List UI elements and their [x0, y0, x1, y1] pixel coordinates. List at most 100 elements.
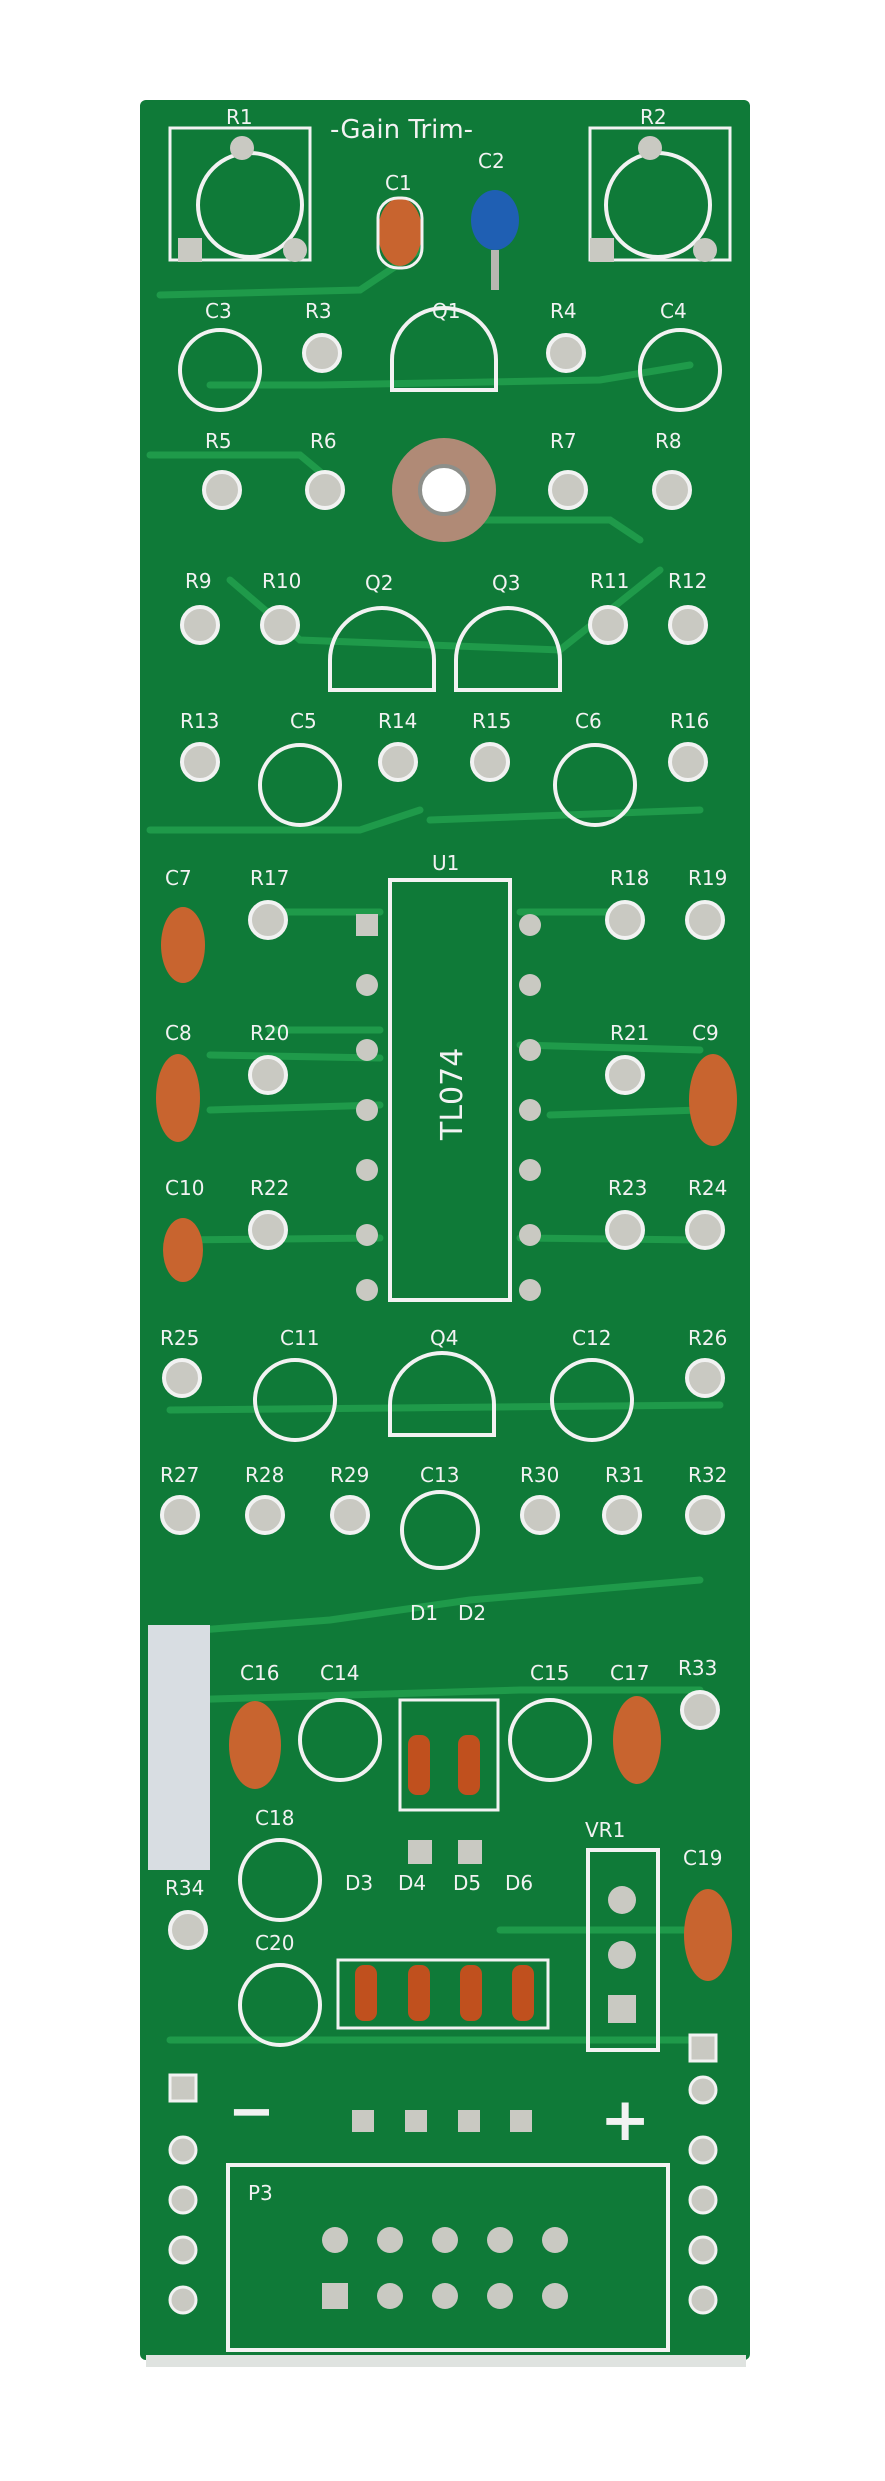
- ref-r19: R19: [688, 866, 727, 890]
- ref-r24: R24: [688, 1176, 727, 1200]
- cap-c6: [553, 743, 637, 827]
- ref-c10: C10: [165, 1176, 204, 1200]
- ref-q4: Q4: [430, 1326, 458, 1350]
- diode-d2: [458, 1735, 480, 1795]
- ref-d1: D1: [410, 1601, 438, 1625]
- ref-r5: R5: [205, 429, 232, 453]
- edge-pads: [168, 2033, 718, 2315]
- ref-r12: R12: [668, 569, 707, 593]
- cap-c19: [684, 1889, 732, 1981]
- ref-r23: R23: [608, 1176, 647, 1200]
- ref-r28: R28: [245, 1463, 284, 1487]
- ref-r21: R21: [610, 1021, 649, 1045]
- ref-r26: R26: [688, 1326, 727, 1350]
- ref-c7: C7: [165, 866, 192, 890]
- board-edge-shadow: [146, 2355, 746, 2367]
- cap-c15: [508, 1698, 592, 1782]
- plus-symbol: +: [600, 2085, 650, 2155]
- ref-c20: C20: [255, 1931, 294, 1955]
- cap-c11: [253, 1358, 337, 1442]
- cap-c8: [156, 1054, 200, 1142]
- ref-c8: C8: [165, 1021, 192, 1045]
- svg-text:C1: C1: [385, 171, 412, 195]
- ref-r14: R14: [378, 709, 417, 733]
- ref-r15: R15: [472, 709, 511, 733]
- ref-u1: U1: [432, 851, 459, 875]
- cap-c12: [550, 1358, 634, 1442]
- ref-r29: R29: [330, 1463, 369, 1487]
- ref-q2: Q2: [365, 571, 393, 595]
- ref-c11: C11: [280, 1326, 319, 1350]
- ic-u1-label: TL074: [435, 1048, 470, 1141]
- ref-r11: R11: [590, 569, 629, 593]
- ref-r3: R3: [305, 299, 332, 323]
- ref-r25: R25: [160, 1326, 199, 1350]
- ref-q3: Q3: [492, 571, 520, 595]
- cap-c1: C1: [376, 171, 424, 270]
- ref-r30: R30: [520, 1463, 559, 1487]
- ref-c9: C9: [692, 1021, 719, 1045]
- transistor-q3: [454, 606, 562, 692]
- diode-d3: [355, 1965, 377, 2021]
- res-r3: [302, 333, 342, 373]
- ref-r33: R33: [678, 1656, 717, 1680]
- ref-r2: R2: [640, 105, 667, 129]
- cap-c13: [400, 1490, 480, 1570]
- cap-c16: [229, 1701, 281, 1789]
- ref-r13: R13: [180, 709, 219, 733]
- diode-d4: [408, 1965, 430, 2021]
- minus-symbol: −: [228, 2079, 275, 2144]
- ref-c4: C4: [660, 299, 687, 323]
- cap-c9: [689, 1054, 737, 1146]
- edge-white-panel: [148, 1625, 210, 1870]
- diode-d5: [460, 1965, 482, 2021]
- ref-c18: C18: [255, 1806, 294, 1830]
- ref-r7: R7: [550, 429, 577, 453]
- ic-u1-outline: [388, 878, 512, 1302]
- cap-c17: [613, 1696, 661, 1784]
- connector-p3-pins: [322, 2227, 568, 2309]
- svg-text:C2: C2: [478, 149, 505, 173]
- gain-trim-title: -Gain Trim-: [330, 115, 473, 145]
- ref-r1: R1: [226, 105, 253, 129]
- diode-d6: [512, 1965, 534, 2021]
- ref-d4: D4: [398, 1871, 426, 1895]
- trimmer-vr1: [586, 1848, 660, 2052]
- transistor-q4: [388, 1351, 496, 1437]
- connector-p3: [226, 2163, 670, 2352]
- ref-p3: P3: [248, 2181, 273, 2205]
- ref-r4: R4: [550, 299, 577, 323]
- ref-c12: C12: [572, 1326, 611, 1350]
- res-r4: [546, 333, 586, 373]
- ref-c15: C15: [530, 1661, 569, 1685]
- cap-c10: [163, 1218, 203, 1282]
- transistor-q2: [328, 606, 436, 692]
- ref-r31: R31: [605, 1463, 644, 1487]
- board-substrate: [140, 100, 750, 2360]
- ref-r6: R6: [310, 429, 337, 453]
- ref-r22: R22: [250, 1176, 289, 1200]
- cap-c20: [238, 1963, 322, 2047]
- cap-c4: [638, 328, 722, 412]
- ref-r18: R18: [610, 866, 649, 890]
- diode-d1: [408, 1735, 430, 1795]
- ref-r8: R8: [655, 429, 682, 453]
- ref-c5: C5: [290, 709, 317, 733]
- cap-c18: [238, 1838, 322, 1922]
- ref-r10: R10: [262, 569, 301, 593]
- transistor-q1: [390, 306, 498, 392]
- ref-c6: C6: [575, 709, 602, 733]
- ref-c19: C19: [683, 1846, 722, 1870]
- ic-u1-pins: [356, 914, 541, 1301]
- cap-c7: [161, 907, 205, 983]
- cap-c3: [178, 328, 262, 412]
- ref-d6: D6: [505, 1871, 533, 1895]
- ref-d5: D5: [453, 1871, 481, 1895]
- ref-r17: R17: [250, 866, 289, 890]
- pot-r2: R2: [588, 105, 732, 262]
- ref-c3: C3: [205, 299, 232, 323]
- cap-c2-blue: C2: [471, 149, 519, 290]
- ref-vr1: VR1: [585, 1818, 625, 1842]
- ref-r34: R34: [165, 1876, 204, 1900]
